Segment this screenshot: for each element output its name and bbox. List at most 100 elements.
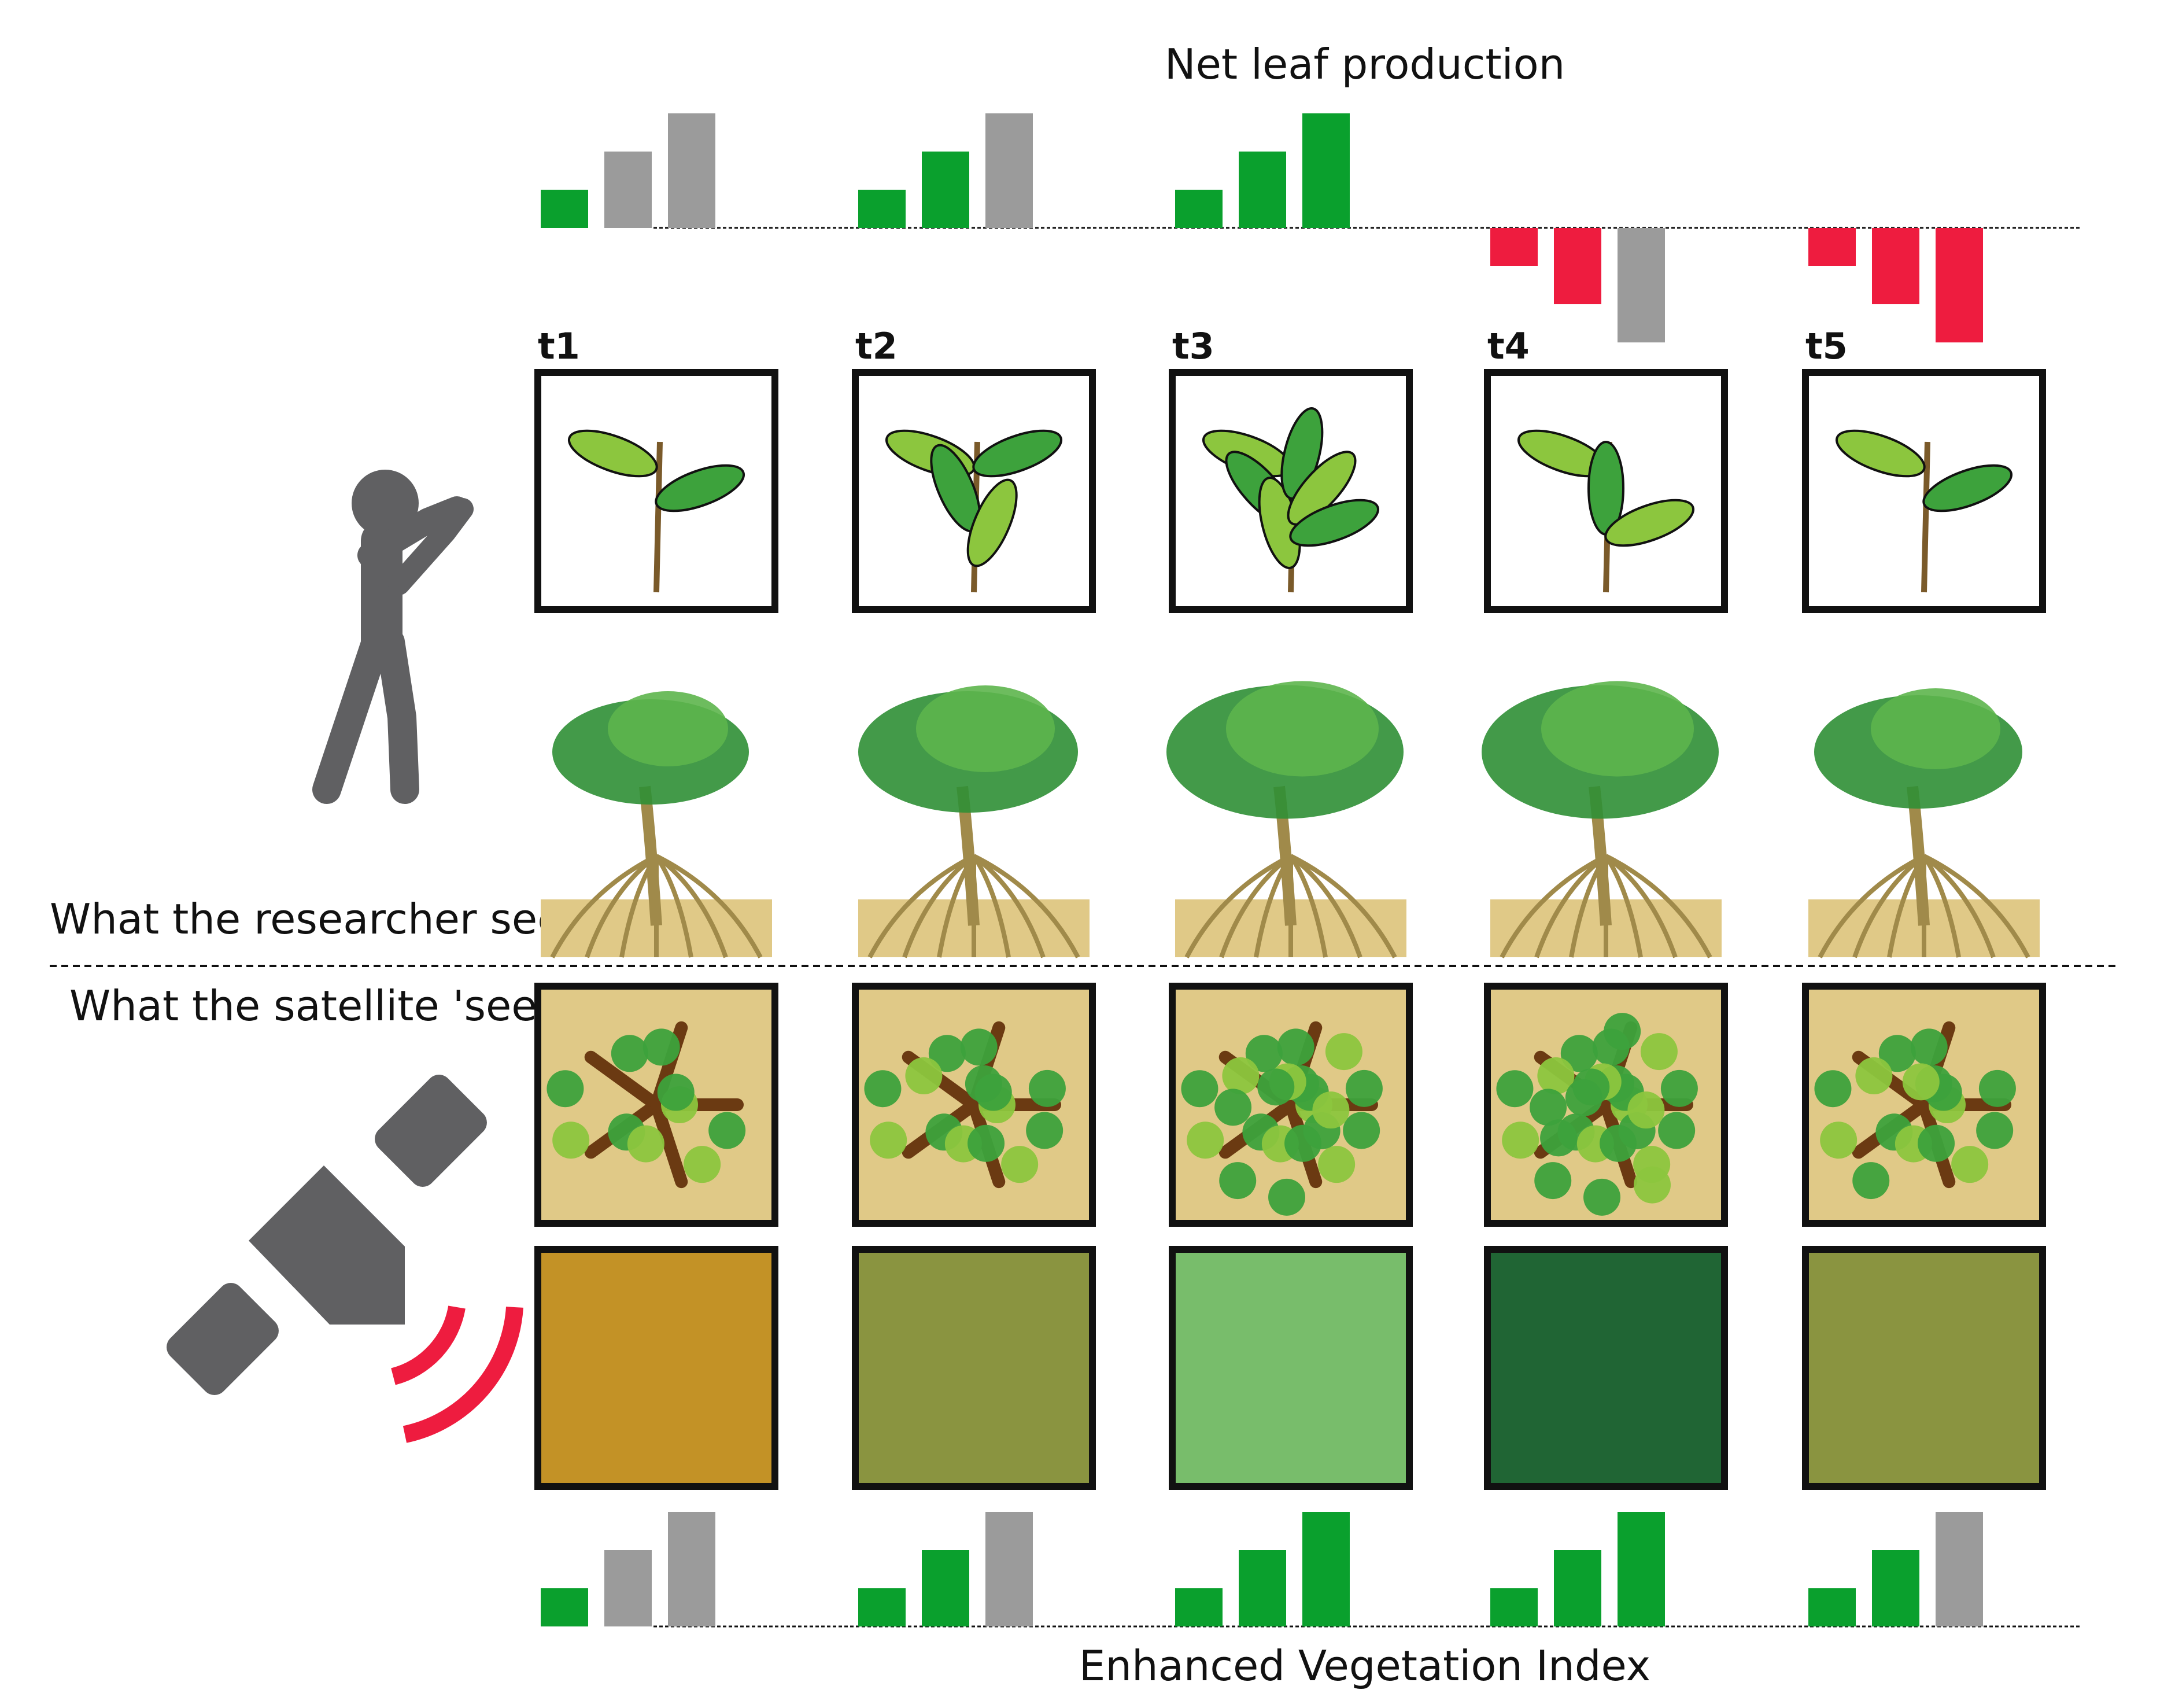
leaf-panels-row [534,369,2046,613]
leaf-cluster-icon [965,1065,1002,1102]
leaf-cluster-icon [1534,1162,1572,1200]
leaf-cluster-icon [1814,1070,1852,1108]
leaf-cluster-icon [960,1028,998,1066]
leaf-cluster-icon [1214,1089,1252,1126]
leaf-cluster-icon [1537,1057,1575,1094]
bar-t5-2 [1872,1550,1919,1626]
leaf-cluster-icon [1878,1035,1916,1072]
leaf-cluster-icon [708,1112,746,1149]
leaf-cluster-icon [1496,1070,1534,1108]
satellite-icon [167,1075,487,1395]
leaf-icon [1289,499,1380,547]
leaf-icon [966,478,1018,567]
leaf-cluster-icon [1257,1068,1295,1106]
leaf-cluster-icon [1312,1091,1350,1129]
bar-t5-1 [1808,228,1856,266]
leaf-cluster-icon [1978,1069,2016,1107]
leaf-cluster-icon [1640,1033,1678,1071]
evi-swatch-t4 [1484,1246,1728,1490]
bar-t4-3 [1618,228,1665,342]
leaf-cluster-icon [1219,1162,1257,1200]
leaf-cluster-icon [1634,1166,1671,1204]
mangrove-tree-icon-t5 [1808,688,2040,958]
leaf-cluster-icon [1026,1112,1064,1149]
bar-t3-3 [1302,1512,1350,1626]
bar-t3-2 [1239,152,1286,228]
leaf-cluster-icon [870,1122,907,1159]
bar-t1-1 [541,1588,588,1626]
leaf-cluster-icon [1565,1079,1602,1116]
leaf-cluster-icon [905,1057,943,1094]
leaf-icon [1287,451,1357,526]
leaf-panel-t2 [852,369,1096,613]
leaf-cluster-icon [611,1035,648,1072]
leaf-cluster-icon [657,1074,695,1111]
bar-t5-3 [1936,228,1983,342]
bar-t5-2 [1872,228,1919,304]
leaf-cluster-icon [1181,1070,1218,1108]
leaf-cluster-icon [642,1028,680,1066]
leaf-icon [655,464,745,512]
bar-t4-1 [1490,228,1538,266]
bar-t2-2 [922,152,969,228]
leaf-cluster-icon [1277,1028,1314,1066]
leaf-panel-t3 [1169,369,1413,613]
mangrove-tree-icon-t1 [541,691,772,958]
net-leaf-production-chart [541,113,2082,342]
bar-t2-3 [985,113,1033,228]
bar-t5-3 [1936,1512,1983,1626]
bar-t1-2 [604,152,652,228]
signal-waves-icon [390,1305,523,1443]
leaf-cluster-icon [1660,1069,1698,1107]
time-label-t4: t4 [1487,325,1530,367]
bar-t5-1 [1808,1588,1856,1626]
leaf-cluster-icon [1028,1069,1066,1107]
leaf-cluster-icon [864,1070,902,1108]
person-with-binoculars-icon [312,470,474,804]
leaf-cluster-icon [1951,1146,1989,1183]
bar-t3-2 [1239,1550,1286,1626]
leaf-cluster-icon [1910,1028,1948,1066]
leaf-cluster-icon [1627,1091,1665,1129]
leaf-cluster-icon [1502,1122,1539,1159]
leaf-cluster-icon [1604,1013,1641,1050]
bar-t3-1 [1175,1588,1223,1626]
leaf-cluster-icon [1343,1112,1380,1149]
time-label-t5: t5 [1805,325,1848,367]
leaf-cluster-icon [1658,1112,1696,1149]
leaf-panel-t1 [534,369,778,613]
bar-t1-3 [668,113,715,228]
evi-swatch-t5 [1802,1246,2046,1490]
bar-t4-2 [1554,228,1601,304]
leaf-cluster-icon [1918,1124,1955,1162]
evi-swatch-t2 [852,1246,1096,1490]
researcher-label: What the researcher sees [50,895,585,943]
leaf-panel-t4 [1484,369,1728,613]
leaf-cluster-icon [1245,1035,1283,1072]
bar-t4-1 [1490,1588,1538,1626]
bar-t2-3 [985,1512,1033,1626]
leaf-cluster-icon [552,1122,590,1159]
tree-side-view-row [541,681,2040,958]
bar-t1-2 [604,1550,652,1626]
time-label-t1: t1 [538,325,580,367]
bar-t3-1 [1175,190,1223,228]
leaf-cluster-icon [928,1035,966,1072]
leaf-cluster-icon [1820,1122,1858,1159]
time-label-t3: t3 [1172,325,1214,367]
leaf-cluster-icon [1345,1069,1383,1107]
leaf-cluster-icon [1855,1057,1893,1094]
leaf-panel-t5 [1802,369,2046,613]
bar-t2-2 [922,1550,969,1626]
leaf-cluster-icon [1902,1063,1940,1101]
leaf-cluster-icon [1976,1112,2014,1149]
evi-swatch-t3 [1169,1246,1413,1490]
leaf-cluster-icon [968,1124,1005,1162]
bar-t4-2 [1554,1550,1601,1626]
canopy-top-view-row [534,983,2046,1227]
leaf-cluster-icon [1001,1146,1039,1183]
leaf-icon [1604,499,1695,547]
leaf-icon [972,429,1063,478]
